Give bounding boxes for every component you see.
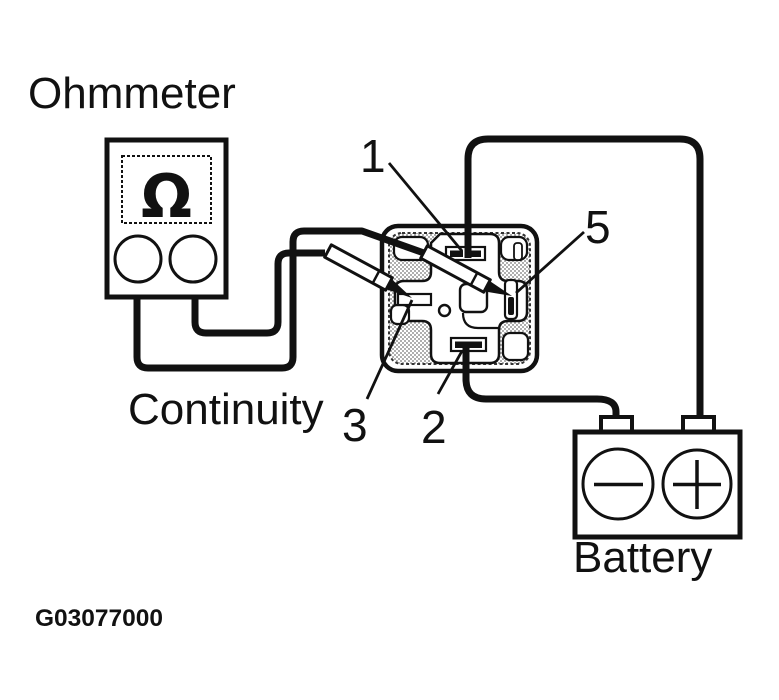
continuity-label: Continuity — [128, 385, 324, 434]
battery-label: Battery — [573, 533, 712, 582]
ohmmeter-lead-wire-1 — [133, 227, 426, 372]
ohmmeter-display — [121, 155, 212, 224]
ohmmeter-terminal-left — [113, 234, 163, 284]
leader-line-terminal-3 — [365, 299, 414, 400]
leader-line-terminal-2 — [436, 350, 464, 395]
relay-corner-pad-ne-notch — [513, 242, 523, 261]
relay-internal-partition — [461, 312, 499, 330]
terminal-2-label: 2 — [421, 401, 447, 453]
relay-terminal-3-slot — [396, 292, 433, 307]
test-probe-1 — [419, 244, 512, 296]
ohmmeter-label: Ohmmeter — [28, 69, 236, 118]
leader-line-terminal-1 — [387, 162, 464, 252]
figure-code-label: G03077000 — [35, 605, 163, 632]
test-probe-2 — [323, 243, 412, 298]
omega-icon: Ω — [141, 162, 192, 232]
battery-positive-wire — [464, 135, 704, 420]
leader-line-terminal-5 — [515, 230, 585, 295]
ohmmeter: Ω — [104, 137, 229, 300]
test-probe-1-tip — [485, 280, 512, 296]
ohmmeter-terminal-right — [168, 234, 218, 284]
ohmmeter-lead-wire-2 — [191, 249, 325, 337]
battery-negative-cell — [581, 447, 655, 521]
battery — [572, 415, 743, 540]
test-probe-1-collar — [469, 272, 479, 286]
terminal-1-label: 1 — [360, 130, 386, 182]
terminal-3-label: 3 — [342, 399, 368, 451]
leader-lines — [365, 162, 585, 400]
test-probe-2-tip — [387, 278, 412, 298]
relay-terminal-5-slot — [503, 278, 519, 321]
relay-corner-pad-se — [501, 331, 530, 362]
plus-icon — [673, 460, 721, 509]
battery-negative-wire — [462, 346, 620, 420]
terminal-5-label: 5 — [585, 201, 611, 253]
battery-positive-cell — [661, 448, 733, 520]
test-probe-2-collar — [371, 270, 381, 284]
relay-center-pin-hole — [437, 303, 452, 318]
